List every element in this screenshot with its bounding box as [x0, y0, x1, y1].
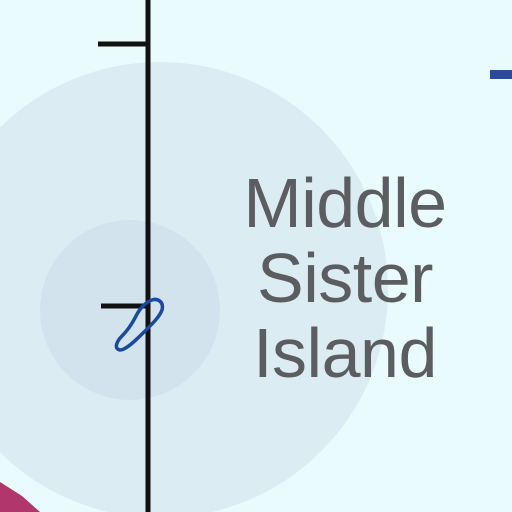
- island-label: Middle Sister Island: [210, 166, 480, 391]
- island-label-line1: Middle: [243, 164, 447, 242]
- mainland-corner: [0, 482, 40, 512]
- middle-sister-island[interactable]: [114, 297, 165, 352]
- island-label-line2: Sister: [257, 239, 433, 317]
- island-label-line3: Island: [253, 314, 437, 392]
- edge-marker: [490, 70, 512, 79]
- island-halo-inner: [40, 220, 220, 400]
